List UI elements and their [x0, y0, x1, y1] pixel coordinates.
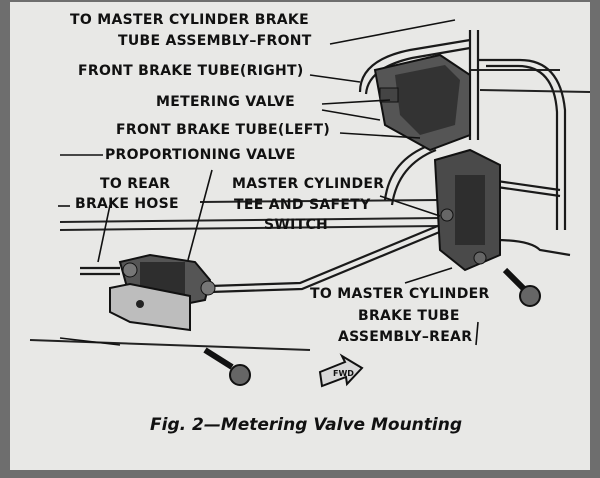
- metering-valve-body: [373, 53, 471, 152]
- label-tee-line3: SWITCH: [264, 217, 329, 233]
- label-proportioning-valve: PROPORTIONING VALVE: [105, 147, 296, 163]
- leader-lines: [58, 19, 479, 346]
- label-tee-line2: TEE AND SAFETY: [234, 197, 371, 213]
- chassis-rails: [29, 69, 591, 351]
- label-tee-line1: MASTER CYLINDER: [232, 176, 385, 192]
- label-master-rear-line1: TO MASTER CYLINDER: [310, 286, 490, 302]
- label-master-front-line1: TO MASTER CYLINDER BRAKE: [70, 12, 309, 28]
- label-rear-hose-line1: TO REAR: [100, 176, 171, 192]
- tee-safety-switch-body: [433, 148, 501, 272]
- label-rear-hose-line2: BRAKE HOSE: [75, 196, 179, 212]
- label-front-brake-tube-left: FRONT BRAKE TUBE(LEFT): [116, 122, 331, 138]
- label-master-rear-line3: ASSEMBLY–REAR: [338, 329, 473, 345]
- bolt-right: [502, 267, 541, 307]
- label-master-rear-line2: BRAKE TUBE: [358, 308, 460, 324]
- label-master-front-line2: TUBE ASSEMBLY–FRONT: [118, 33, 312, 49]
- fwd-direction-arrow: FWD: [318, 353, 364, 388]
- bolt-lower-left: [203, 347, 251, 386]
- figure-caption: Fig. 2—Metering Valve Mounting: [150, 415, 463, 435]
- label-metering-valve: METERING VALVE: [156, 94, 295, 110]
- mounting-bracket: [109, 282, 191, 332]
- label-front-brake-tube-right: FRONT BRAKE TUBE(RIGHT): [78, 63, 304, 79]
- fwd-arrow-label: FWD: [333, 369, 354, 378]
